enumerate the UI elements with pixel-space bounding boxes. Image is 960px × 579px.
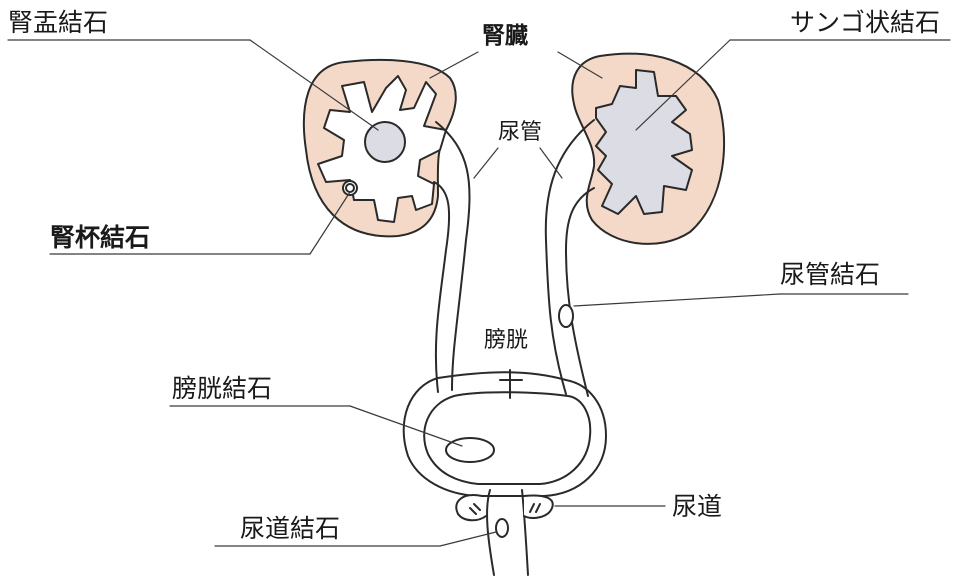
right-ureter-outer bbox=[546, 120, 594, 394]
bladder-top-band bbox=[438, 372, 566, 380]
label-urethra: 尿道 bbox=[672, 494, 722, 519]
label-staghorn-stone: サンゴ状結石 bbox=[790, 10, 940, 35]
label-calyx-stone: 腎杯結石 bbox=[50, 225, 150, 250]
label-renal-pelvis-stone: 腎盂結石 bbox=[8, 10, 108, 35]
left-ureter-inner bbox=[434, 182, 449, 392]
label-urethral-stone: 尿道結石 bbox=[240, 516, 340, 541]
ureteral-stone-shape bbox=[559, 305, 573, 327]
bladder-inner bbox=[424, 392, 590, 484]
left-kidney bbox=[304, 60, 456, 236]
label-bladder-stone: 膀胱結石 bbox=[172, 376, 272, 401]
label-kidney: 腎臓 bbox=[482, 24, 528, 47]
label-ureter: 尿管 bbox=[498, 122, 542, 144]
right-kidney bbox=[572, 54, 724, 244]
urethral-stone-shape bbox=[496, 519, 508, 537]
bladder-stone-shape bbox=[446, 438, 494, 462]
label-ureteral-stone: 尿管結石 bbox=[780, 262, 880, 287]
bladder-outer bbox=[404, 378, 606, 496]
prostate-left bbox=[456, 495, 486, 520]
label-bladder: 膀胱 bbox=[484, 330, 528, 352]
left-ureter-outer bbox=[436, 122, 470, 390]
renal-pelvis-stone-shape bbox=[365, 122, 405, 162]
right-ureter-inner bbox=[566, 188, 594, 396]
